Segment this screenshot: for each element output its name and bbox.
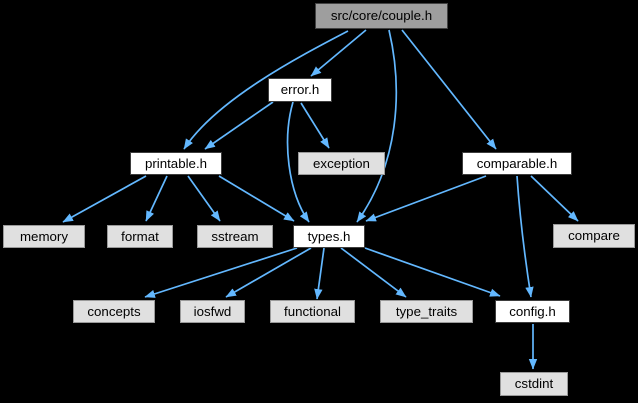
edge-couple-printable: [183, 30, 349, 150]
node-exception: exception: [298, 152, 385, 175]
edge-comparable-compare: [530, 175, 579, 222]
edge-types-type_traits: [340, 247, 407, 298]
node-iosfwd: iosfwd: [180, 300, 245, 323]
edge-comparable-types: [365, 175, 487, 222]
edge-error-printable: [204, 101, 274, 150]
node-label-config: config.h: [509, 303, 556, 319]
node-label-format: format: [121, 228, 159, 244]
node-error[interactable]: error.h: [268, 78, 332, 102]
node-label-comparable: comparable.h: [476, 155, 558, 171]
edge-printable-format: [145, 175, 168, 222]
node-memory: memory: [3, 225, 85, 248]
node-label-couple: src/core/couple.h: [330, 8, 433, 24]
node-label-exception: exception: [313, 155, 370, 171]
edge-couple-comparable: [401, 29, 497, 150]
node-sstream: sstream: [197, 225, 273, 248]
edge-printable-types: [218, 175, 295, 222]
node-label-iosfwd: iosfwd: [193, 303, 232, 319]
node-functional: functional: [270, 300, 355, 323]
node-label-cstdint: cstdint: [514, 376, 554, 392]
node-types[interactable]: types.h: [293, 225, 365, 248]
node-concepts: concepts: [73, 300, 155, 323]
edge-types-concepts: [144, 247, 298, 298]
edge-couple-types: [356, 29, 398, 223]
node-label-functional: functional: [284, 303, 341, 319]
node-printable[interactable]: printable.h: [130, 152, 222, 175]
node-label-sstream: sstream: [211, 228, 259, 244]
node-label-compare: compare: [568, 228, 620, 244]
edge-types-config: [364, 247, 501, 297]
edge-error-exception: [300, 102, 330, 149]
node-couple: src/core/couple.h: [315, 3, 448, 29]
edge-printable-sstream: [187, 175, 221, 222]
edge-printable-memory: [62, 175, 147, 223]
node-cstdint: cstdint: [500, 372, 568, 396]
edge-types-functional: [314, 247, 325, 300]
node-label-error: error.h: [280, 82, 320, 98]
node-type_traits: type_traits: [380, 300, 473, 323]
node-config[interactable]: config.h: [495, 300, 570, 323]
edge-types-iosfwd: [225, 247, 312, 298]
node-label-types: types.h: [307, 228, 351, 244]
edge-couple-error: [310, 29, 367, 77]
node-compare: compare: [553, 224, 635, 248]
node-label-concepts: concepts: [87, 303, 141, 319]
node-comparable[interactable]: comparable.h: [462, 152, 572, 175]
node-label-printable: printable.h: [144, 155, 208, 171]
edge-error-types: [286, 101, 310, 223]
edge-comparable-config: [516, 175, 534, 298]
node-label-memory: memory: [19, 228, 69, 244]
node-format: format: [107, 225, 173, 248]
node-label-type_traits: type_traits: [395, 303, 458, 319]
